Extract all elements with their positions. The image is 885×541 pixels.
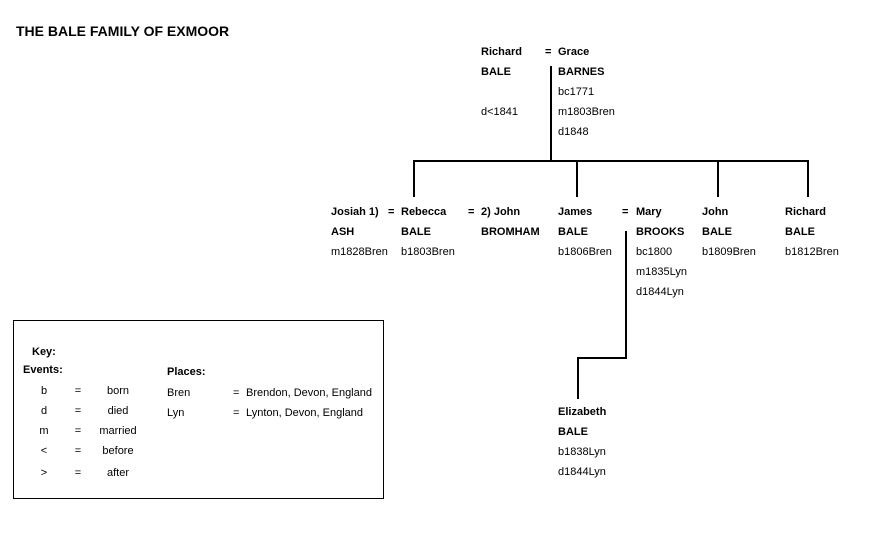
page-title: THE BALE FAMILY OF EXMOOR xyxy=(16,23,230,39)
james-birth: b1806Bren xyxy=(558,246,612,258)
rebecca-given-name: Rebecca xyxy=(401,206,447,218)
josiah-surname: ASH xyxy=(331,226,355,238)
event-symbol: m xyxy=(39,425,49,437)
mother-given-name: Grace xyxy=(558,46,590,58)
josiah-marriage: m1828Bren xyxy=(331,246,388,258)
john-surname: BALE xyxy=(702,226,732,238)
john-drop-line xyxy=(717,160,719,197)
event-symbol: < xyxy=(40,445,48,457)
mary-marriage: m1835Lyn xyxy=(636,266,687,278)
john-bromham-equals: = xyxy=(468,206,475,218)
mary-birth: bc1800 xyxy=(636,246,673,258)
mother-birth: bc1771 xyxy=(558,86,595,98)
father-death: d<1841 xyxy=(481,106,519,118)
james-drop-line xyxy=(576,160,578,197)
john-birth: b1809Bren xyxy=(702,246,756,258)
father-surname: BALE xyxy=(481,66,511,78)
john-bromham-surname: BROMHAM xyxy=(481,226,540,238)
events-heading: Events: xyxy=(23,364,63,376)
john-bromham-given-name: 2) John xyxy=(481,206,521,218)
place-name: Lynton, Devon, England xyxy=(246,407,364,419)
event-meaning: married xyxy=(99,425,137,437)
mary-surname: BROOKS xyxy=(636,226,685,238)
event-meaning: died xyxy=(107,405,129,417)
mother-death: d1848 xyxy=(558,126,589,138)
elizabeth-surname: BALE xyxy=(558,426,588,438)
event-equals: = xyxy=(74,467,82,479)
event-meaning: after xyxy=(106,467,130,479)
marriage-equals: = xyxy=(545,46,552,58)
richard-birth: b1812Bren xyxy=(785,246,839,258)
father-given-name: Richard xyxy=(481,46,522,58)
james-given-name: James xyxy=(558,206,593,218)
event-equals: = xyxy=(74,385,82,397)
richard-drop-line xyxy=(807,160,809,197)
mother-surname: BARNES xyxy=(558,66,605,78)
place-name: Brendon, Devon, England xyxy=(246,387,372,399)
josiah-given-name: Josiah 1) xyxy=(331,206,379,218)
james-surname: BALE xyxy=(558,226,588,238)
sibling-connector-line xyxy=(413,160,809,162)
mother-marriage: m1803Bren xyxy=(558,106,615,118)
rebecca-drop-line xyxy=(413,160,415,197)
event-equals: = xyxy=(74,445,82,457)
james-mary-descent-line xyxy=(625,231,627,359)
place-equals: = xyxy=(233,407,240,419)
event-symbol: d xyxy=(40,405,48,417)
place-abbreviation: Bren xyxy=(167,387,191,399)
mary-death: d1844Lyn xyxy=(636,286,684,298)
richard-surname: BALE xyxy=(785,226,815,238)
elizabeth-death: d1844Lyn xyxy=(558,466,606,478)
places-heading: Places: xyxy=(167,366,206,378)
elizabeth-drop-line xyxy=(577,357,579,399)
key-box: Key: Events: b = born d = died m = marri… xyxy=(13,320,384,499)
rebecca-equals: = xyxy=(388,206,395,218)
mary-given-name: Mary xyxy=(636,206,662,218)
rebecca-surname: BALE xyxy=(401,226,431,238)
rebecca-birth: b1803Bren xyxy=(401,246,455,258)
event-meaning: born xyxy=(106,385,130,397)
parent-descent-line xyxy=(550,66,552,162)
elizabeth-connector-line xyxy=(577,357,627,359)
john-given-name: John xyxy=(702,206,729,218)
place-equals: = xyxy=(233,387,240,399)
event-equals: = xyxy=(74,425,82,437)
event-equals: = xyxy=(74,405,82,417)
elizabeth-birth: b1838Lyn xyxy=(558,446,606,458)
mary-equals: = xyxy=(622,206,629,218)
event-symbol: > xyxy=(40,467,48,479)
event-symbol: b xyxy=(40,385,48,397)
event-meaning: before xyxy=(102,445,134,457)
key-heading: Key: xyxy=(32,346,56,358)
richard-given-name: Richard xyxy=(785,206,826,218)
place-abbreviation: Lyn xyxy=(167,407,185,419)
elizabeth-given-name: Elizabeth xyxy=(558,406,607,418)
